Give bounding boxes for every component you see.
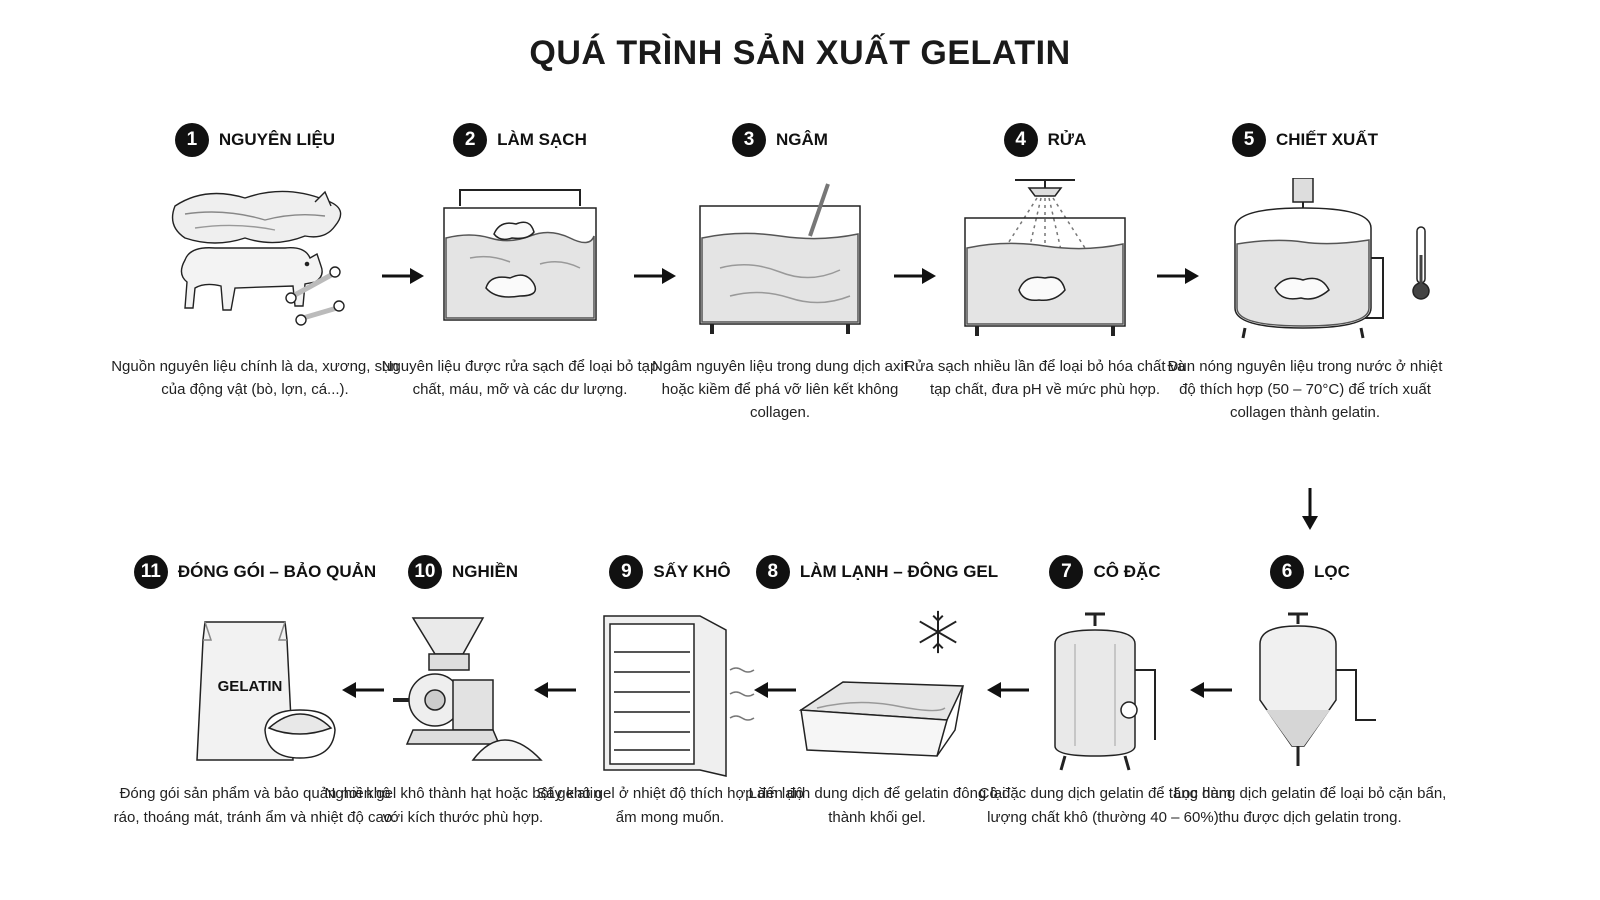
step-description: Đóng gói sản phẩm và bảo quản nơi khô rá… bbox=[113, 785, 397, 826]
raw-materials-icon bbox=[165, 178, 345, 348]
step-number-badge: 10 bbox=[407, 555, 442, 589]
step-label: CHIẾT XUẤT bbox=[1276, 130, 1378, 149]
step-label: SẤY KHÔ bbox=[653, 562, 731, 581]
step-number-badge: 5 bbox=[1232, 123, 1266, 157]
arrow-right-icon bbox=[380, 268, 424, 284]
step-header: 3 NGÂM bbox=[635, 120, 925, 160]
step-description: Cô đặc dung dịch gelatin để tăng hàm lượ… bbox=[978, 785, 1232, 826]
arrow-right-icon bbox=[1155, 268, 1199, 284]
step-number-badge: 4 bbox=[1003, 123, 1038, 157]
step-header: 1 NGUYÊN LIỆU bbox=[110, 120, 400, 160]
filter-tank-icon bbox=[1220, 610, 1400, 780]
step-description: Làm lạnh dung dịch để gelatin đông lại t… bbox=[748, 785, 1006, 826]
cleaning-tank-icon bbox=[430, 178, 610, 348]
package-bag-icon bbox=[165, 610, 345, 780]
step-number-badge: 9 bbox=[609, 555, 644, 589]
step-header: 8 LÀM LẠNH – ĐÔNG GEL bbox=[732, 552, 1022, 592]
step-header: 6 LỌC bbox=[1165, 552, 1455, 592]
step-number-badge: 3 bbox=[732, 123, 767, 157]
step-label: RỬA bbox=[1047, 130, 1087, 149]
arrow-right-icon bbox=[632, 268, 676, 284]
arrow-left-icon bbox=[342, 682, 386, 698]
step-description: Sấy khô gel ở nhiệt độ thích hợp đến độ … bbox=[536, 785, 804, 826]
grinder-icon bbox=[373, 610, 553, 780]
step-header: 11 ĐÓNG GÓI – BẢO QUẢN bbox=[110, 552, 400, 592]
step-label: LÀM SẠCH bbox=[497, 130, 587, 149]
shower-tank-icon bbox=[955, 178, 1135, 348]
step-label: NGÂM bbox=[776, 130, 828, 149]
step-label: ĐÓNG GÓI – BẢO QUẢN bbox=[177, 562, 377, 581]
snowflake-icon bbox=[914, 608, 962, 656]
step-description: Nghiền gel khô thành hạt hoặc bột gelati… bbox=[324, 785, 602, 826]
step-header: 4 RỬA bbox=[900, 120, 1190, 160]
step-label: LÀM LẠNH – ĐÔNG GEL bbox=[799, 562, 999, 581]
arrow-left-icon bbox=[534, 682, 578, 698]
step-header: 7 CÔ ĐẶC bbox=[960, 552, 1250, 592]
arrow-down-icon bbox=[1302, 486, 1318, 530]
step-header: 5 CHIẾT XUẤT bbox=[1160, 120, 1450, 160]
step-description: Rửa sạch nhiều lần để loại bỏ hóa chất v… bbox=[904, 358, 1186, 398]
arrow-left-icon bbox=[754, 682, 798, 698]
step-description: Lọc dung dịch gelatin để loại bỏ cặn bẩn… bbox=[1173, 785, 1447, 826]
page-title: QUÁ TRÌNH SẢN XUẤT GELATIN bbox=[529, 34, 1071, 72]
step-number-badge: 7 bbox=[1049, 555, 1084, 589]
cooling-tray-icon bbox=[787, 610, 967, 780]
step-label: NGHIỀN bbox=[451, 562, 519, 581]
step-number-badge: 8 bbox=[755, 555, 790, 589]
drying-cabinet-icon bbox=[580, 610, 760, 780]
thermometer-icon bbox=[1410, 225, 1432, 305]
step-description: Nguyên liệu được rửa sạch để loại bỏ tạp… bbox=[381, 358, 659, 398]
step-description: Nguồn nguyên liệu chính là da, xương, sụ… bbox=[111, 358, 399, 398]
step-header: 2 LÀM SẠCH bbox=[375, 120, 665, 160]
step-number-badge: 1 bbox=[174, 123, 209, 157]
arrow-right-icon bbox=[892, 268, 936, 284]
package-label: GELATIN bbox=[217, 678, 283, 695]
evaporator-tank-icon bbox=[1015, 610, 1195, 780]
step-number-badge: 11 bbox=[133, 555, 168, 589]
step-header: 9 SẤY KHÔ bbox=[525, 552, 815, 592]
arrow-left-icon bbox=[987, 682, 1031, 698]
arrow-left-icon bbox=[1190, 682, 1234, 698]
soaking-tank-icon bbox=[690, 178, 870, 348]
step-header: 10 NGHIỀN bbox=[318, 552, 608, 592]
step-description: Ngâm nguyên liệu trong dung dịch axit ho… bbox=[652, 358, 908, 421]
step-number-badge: 2 bbox=[453, 123, 488, 157]
step-number-badge: 6 bbox=[1270, 555, 1305, 589]
step-label: LỌC bbox=[1314, 562, 1350, 581]
step-label: NGUYÊN LIỆU bbox=[218, 130, 336, 149]
step-description: Đun nóng nguyên liệu trong nước ở nhiệt … bbox=[1167, 358, 1443, 421]
extraction-vessel-icon bbox=[1215, 178, 1395, 348]
step-label: CÔ ĐẶC bbox=[1093, 562, 1161, 581]
